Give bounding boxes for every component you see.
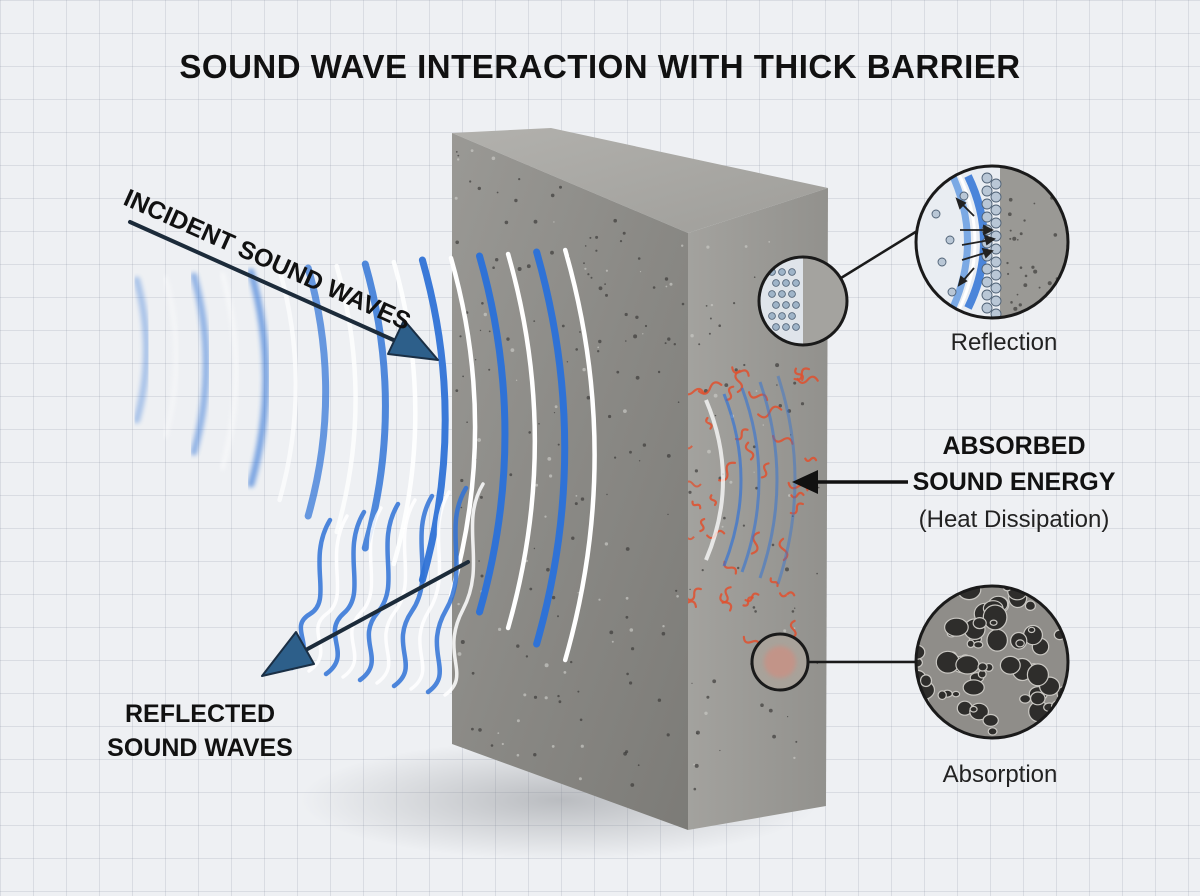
diagram-title: SOUND WAVE INTERACTION WITH THICK BARRIE… xyxy=(179,48,1020,85)
absorption-label: Absorption xyxy=(943,761,1058,788)
absorption-detail-inset xyxy=(914,584,1070,740)
reflected-label-line2: SOUND WAVES xyxy=(107,734,293,762)
wall-top-face xyxy=(452,128,828,233)
absorbed-label-line2: SOUND ENERGY xyxy=(913,468,1116,496)
reflected-label-line1: REFLECTED xyxy=(125,700,275,728)
reflected-wave-fronts xyxy=(289,482,485,697)
incident-arrow xyxy=(128,220,439,361)
absorbed-label-line3: (Heat Dissipation) xyxy=(919,506,1110,533)
absorbed-energy-arrow xyxy=(792,470,908,494)
absorbed-wave-arcs xyxy=(704,375,797,585)
reflection-detail-inset xyxy=(914,164,1070,320)
incident-wave-fronts xyxy=(133,247,597,663)
reflection-connector-line xyxy=(840,226,923,280)
reflection-focus-circle xyxy=(757,255,849,347)
reflection-label: Reflection xyxy=(951,329,1058,356)
absorption-focus-circle xyxy=(750,632,810,692)
incident-label: INCIDENT SOUND WAVES xyxy=(120,184,415,336)
wall-front-face xyxy=(452,133,688,830)
heat-dissipation-squiggles xyxy=(688,366,819,648)
reflected-arrow xyxy=(261,560,470,677)
absorbed-label-line1: ABSORBED xyxy=(942,432,1085,460)
concrete-wall xyxy=(452,128,828,830)
